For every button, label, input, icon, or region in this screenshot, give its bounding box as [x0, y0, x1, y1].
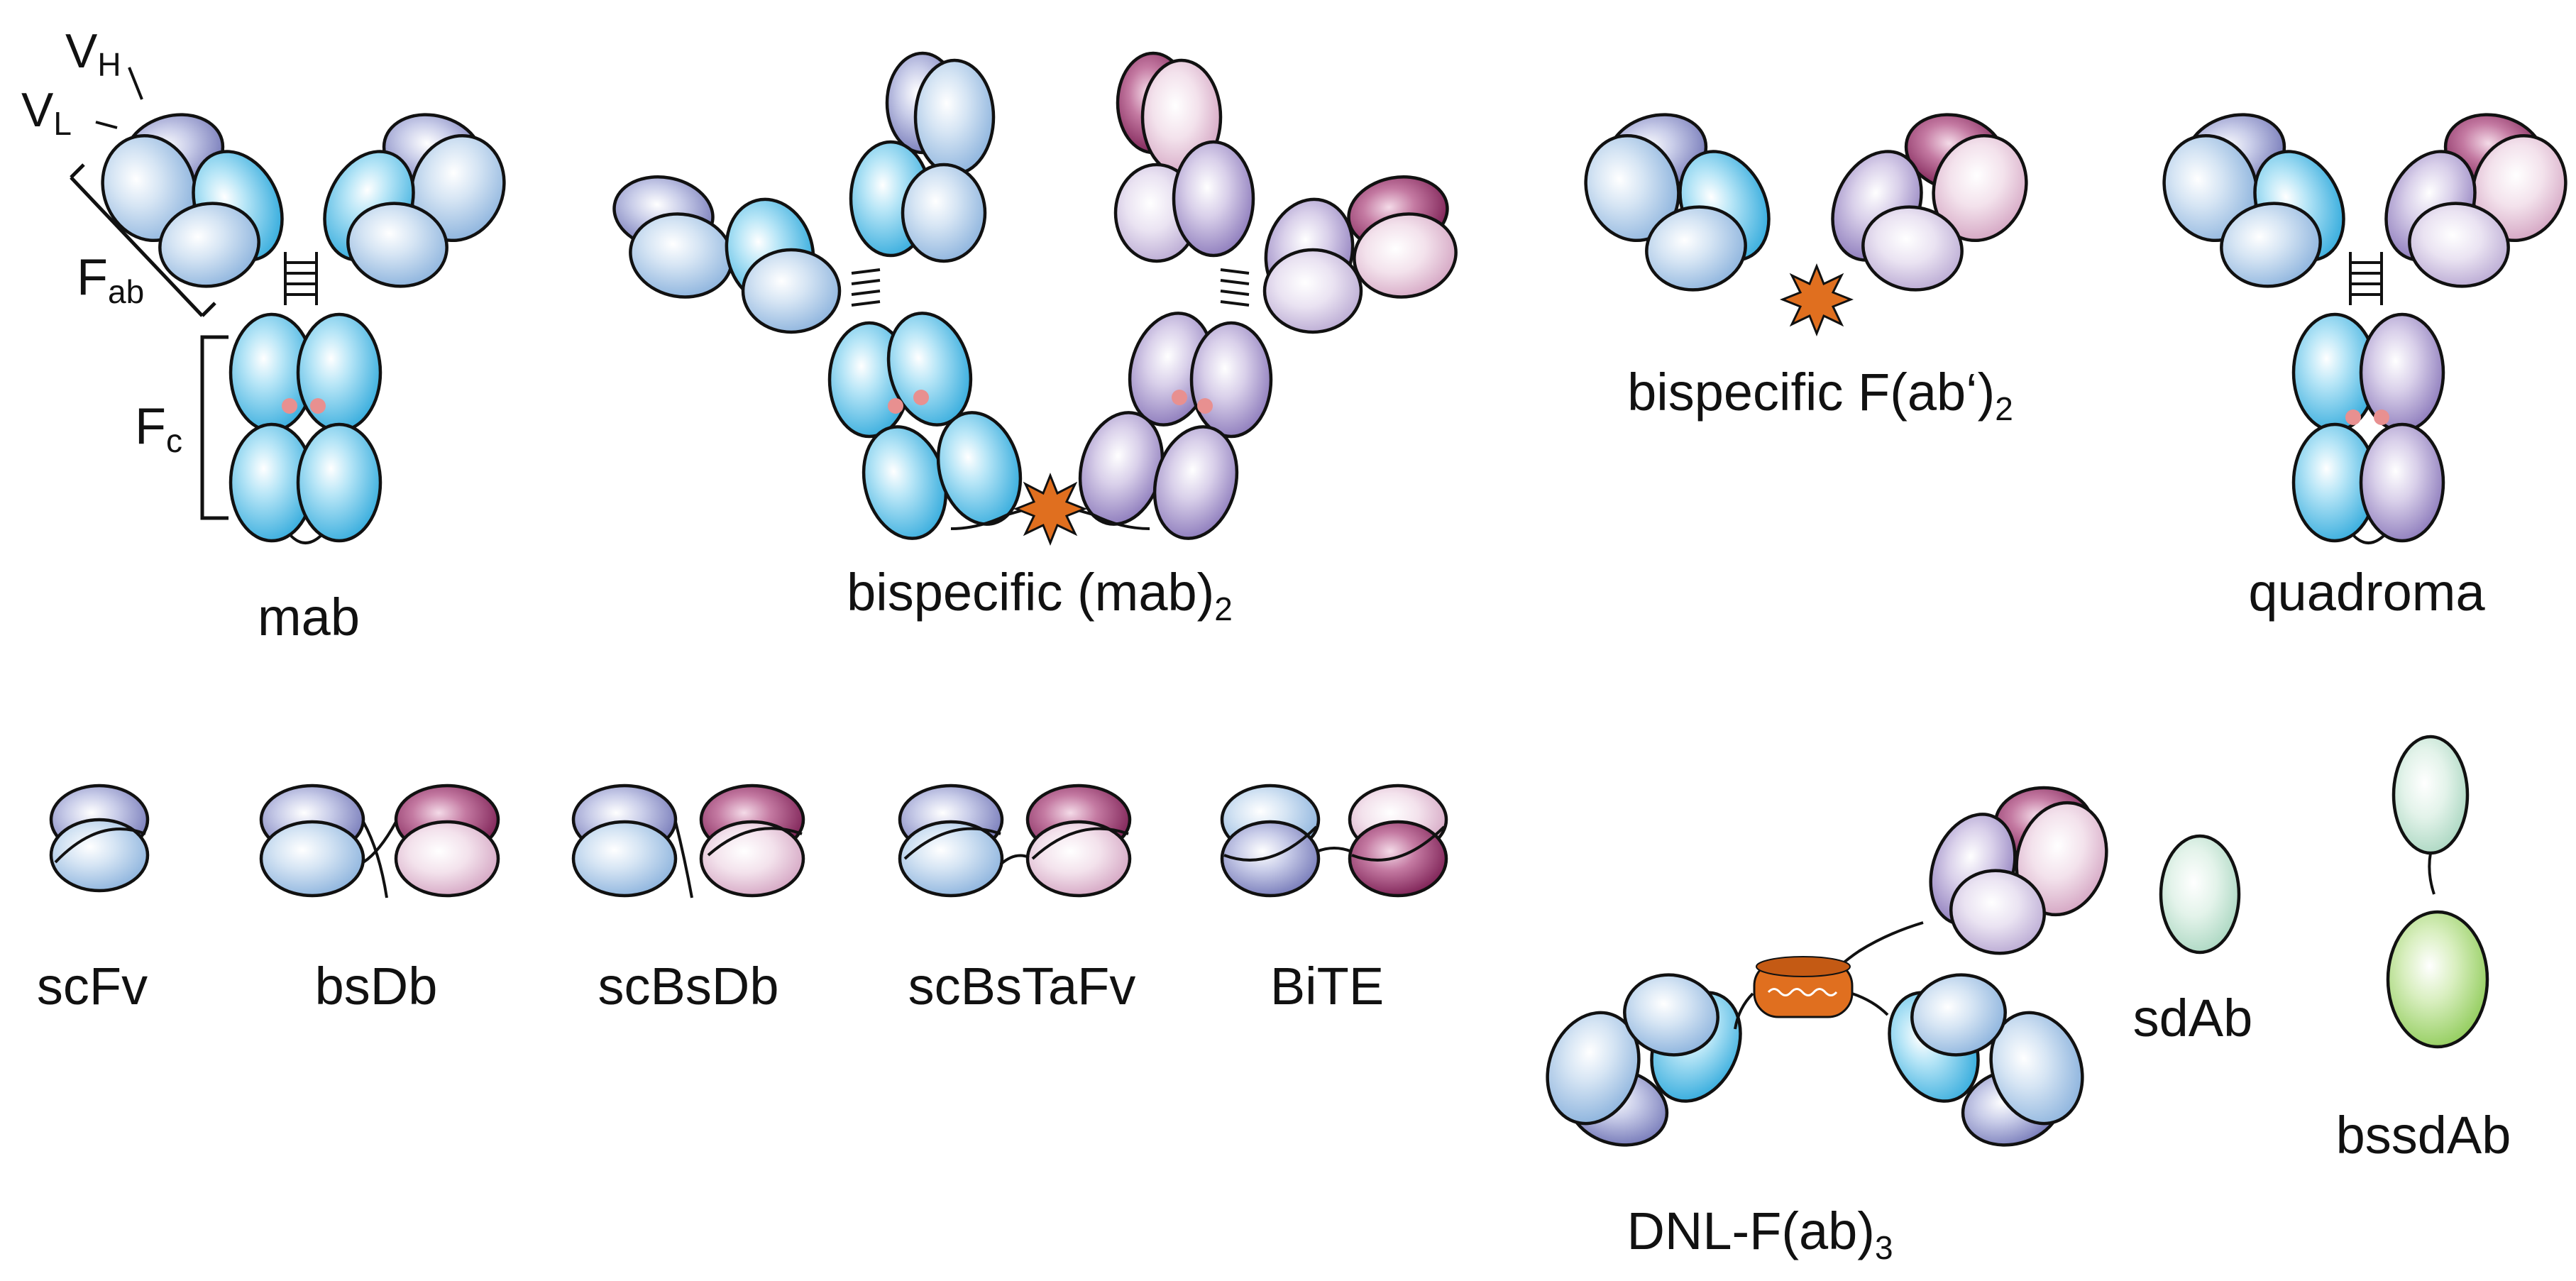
fc-region	[2291, 312, 2445, 544]
fab-arm-left	[101, 113, 284, 288]
dnl-fab3-structure: DNL-F(ab)3	[1546, 786, 2108, 1266]
domain-annotations: VH VL Fab Fc	[21, 24, 229, 520]
fab-arm-upper	[1929, 786, 2108, 955]
disulfide-dot	[282, 398, 297, 414]
disulfide-dot	[888, 398, 903, 414]
fab-arm-right	[2384, 113, 2567, 288]
hinge-disulfide-bonds	[851, 268, 881, 307]
fc-region	[229, 312, 382, 544]
quadroma-label: quadroma	[2248, 563, 2485, 622]
scbsdb-label: scBsDb	[598, 957, 779, 1016]
fab-arm-right	[323, 113, 506, 288]
disulfide-dot	[2374, 409, 2389, 425]
dock-and-lock-module	[1753, 956, 1854, 1018]
hinge-disulfide-bonds	[1220, 268, 1250, 307]
scfv-structure: scFv	[37, 784, 150, 1016]
vl-label: VL	[21, 83, 72, 142]
antibody-left	[612, 51, 1023, 540]
mab-label: mab	[258, 588, 360, 647]
disulfide-dot	[310, 398, 326, 414]
antibody-right	[1078, 51, 1458, 540]
sdab-label: sdAb	[2133, 989, 2253, 1048]
mab-structure: VH VL Fab Fc mab	[21, 24, 506, 647]
fab-arm-lower-right	[1888, 973, 2084, 1147]
fab-arm-left	[1584, 113, 1771, 292]
disulfide-dot	[913, 390, 929, 405]
bsdb-label: bsDb	[315, 957, 438, 1016]
bssdab-label: bssdAb	[2336, 1106, 2511, 1165]
quadroma-structure: quadroma	[2162, 113, 2567, 622]
disulfide-dot	[1197, 398, 1213, 414]
bispecific-fab2-structure: bispecific F(ab‘)2	[1584, 113, 2028, 427]
bite-label: BiTE	[1270, 957, 1384, 1016]
fc-label: Fc	[135, 398, 182, 459]
sdab-structure: sdAb	[2133, 834, 2253, 1048]
dnl-fab3-label: DNL-F(ab)3	[1626, 1202, 1893, 1266]
fab-label: Fab	[77, 249, 144, 310]
scbstafv-label: scBsTaFv	[908, 957, 1136, 1016]
scbsdb-structure: scBsDb	[571, 784, 805, 1016]
bispecific-fab2-label: bispecific F(ab‘)2	[1627, 363, 2013, 427]
bssdab-structure: bssdAb	[2336, 735, 2511, 1165]
crosslinker-star	[1779, 263, 1854, 337]
scfv-label: scFv	[37, 957, 148, 1016]
bite-structure: BiTE	[1220, 784, 1448, 1016]
vh-label: VH	[65, 24, 121, 83]
fab-arm-lower-left	[1546, 973, 1742, 1147]
bsdb-structure: bsDb	[259, 784, 500, 1016]
crosslinker-star	[1013, 472, 1088, 546]
scbstafv-structure: scBsTaFv	[898, 784, 1136, 1016]
bispecific-mab2-label: bispecific (mab)2	[847, 563, 1233, 627]
fab-arm-left	[2162, 113, 2345, 288]
disulfide-dot	[1172, 390, 1187, 405]
hinge-disulfide-bonds	[284, 252, 318, 305]
bispecific-mab2-structure: bispecific (mab)2	[612, 51, 1458, 627]
disulfide-dot	[2345, 409, 2361, 425]
hinge-disulfide-bonds	[2349, 252, 2383, 305]
fab-arm-right	[1831, 113, 2028, 292]
